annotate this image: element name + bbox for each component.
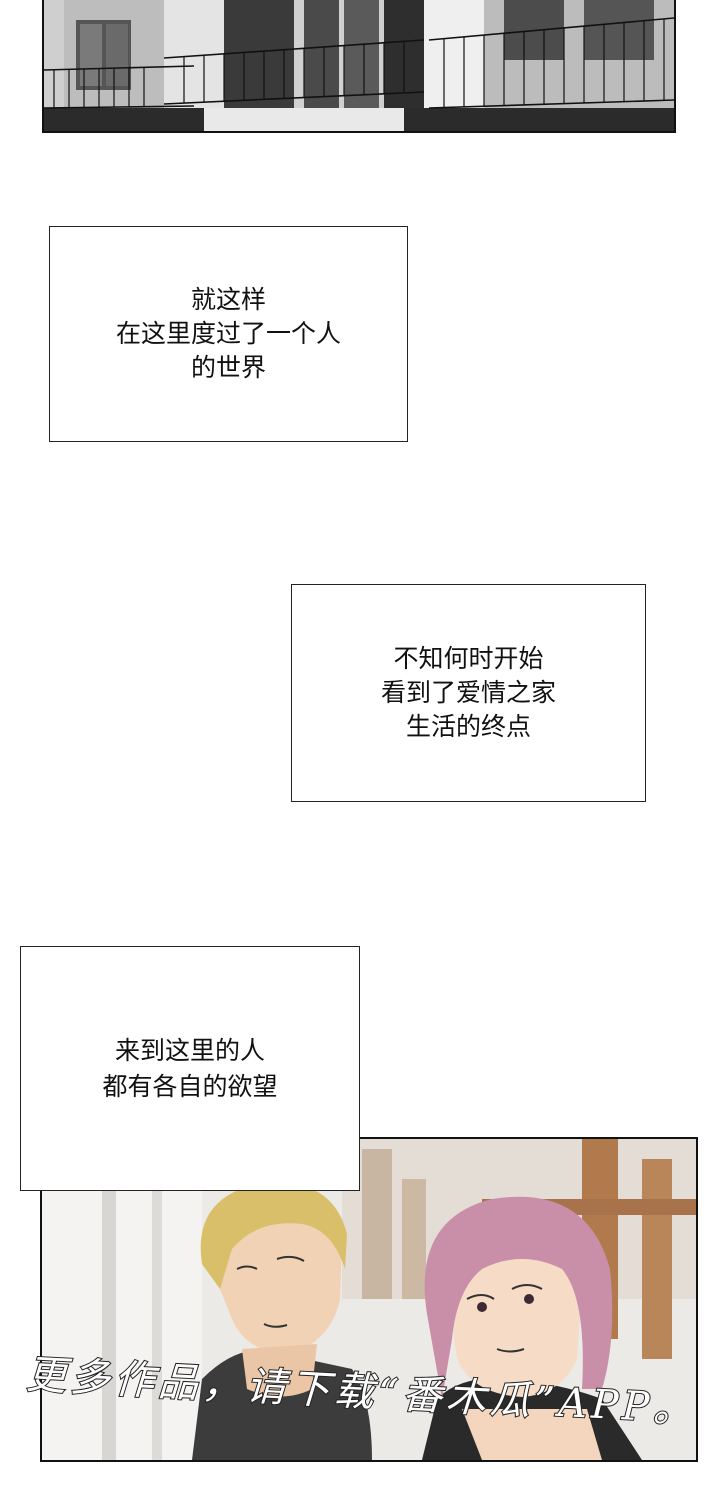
caption-1-line-3: 的世界 bbox=[190, 353, 266, 382]
caption-1-line-1: 就这样 bbox=[190, 285, 266, 314]
characters-illustration bbox=[42, 1139, 696, 1460]
caption-2-line-2: 看到了爱情之家 bbox=[380, 678, 556, 707]
characters-panel bbox=[40, 1137, 698, 1462]
caption-box-3: 来到这里的人 都有各自的欲望 bbox=[20, 946, 360, 1191]
caption-3-line-1: 来到这里的人 bbox=[114, 1035, 265, 1065]
caption-3-line-2: 都有各自的欲望 bbox=[102, 1071, 278, 1101]
caption-box-2: 不知何时开始 看到了爱情之家 生活的终点 bbox=[291, 584, 646, 802]
building-illustration bbox=[44, 0, 674, 131]
caption-box-1: 就这样 在这里度过了一个人 的世界 bbox=[49, 226, 408, 442]
building-panel bbox=[42, 0, 676, 133]
caption-2-line-3: 生活的终点 bbox=[405, 712, 531, 741]
caption-2-line-1: 不知何时开始 bbox=[393, 644, 544, 673]
caption-1-line-2: 在这里度过了一个人 bbox=[115, 319, 341, 348]
